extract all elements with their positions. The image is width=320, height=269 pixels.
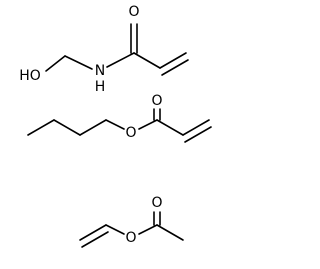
atom-label-hydroxyl: HO	[19, 68, 41, 84]
bond-o-acetyl-c	[138, 224, 158, 235]
atom-label-nitrogen: N	[95, 63, 105, 79]
bond-vinyl-c-o	[105, 224, 125, 235]
bond-vinyl-double-b	[81, 231, 109, 248]
molecule-n-hydroxymethyl-acrylamide: HO N H O	[19, 4, 189, 95]
bond-vinyl-double-a	[159, 52, 187, 69]
bond-ho-ch2	[45, 55, 66, 72]
bond-ch2-n	[64, 55, 93, 70]
molecule-butyl-acrylate: O O	[27, 93, 212, 143]
bond-butyl-c2-c3	[53, 119, 81, 136]
bond-vinyl-double-b	[184, 126, 212, 143]
bond-vinyl-double-a	[79, 224, 107, 241]
bond-carbonyl-c-vinyl	[156, 119, 184, 136]
atom-label-ester-oxygen: O	[125, 230, 136, 246]
atom-label-ester-oxygen: O	[125, 125, 136, 141]
bond-n-carbonyl-c	[106, 52, 135, 68]
chemical-structures-canvas: HO N H O O O O O	[19, 4, 212, 248]
bond-carbonyl-c-vinyl	[133, 52, 161, 69]
molecule-vinyl-acetate: O O	[79, 195, 184, 248]
atom-label-carbonyl-oxygen: O	[128, 4, 139, 20]
bond-butyl-c1-c2	[27, 119, 55, 136]
bond-acetyl-c-methyl	[156, 224, 184, 241]
atom-label-carbonyl-oxygen: O	[151, 93, 162, 109]
bond-butyl-c3-c4	[79, 119, 107, 136]
bond-vinyl-double-a	[182, 119, 210, 136]
bond-butyl-c4-o	[105, 119, 125, 130]
atom-label-carbonyl-oxygen: O	[151, 195, 162, 211]
atom-label-amide-hydrogen: H	[95, 79, 106, 95]
bond-ester-o-carbonyl-c	[138, 119, 158, 130]
bond-vinyl-double-b	[161, 59, 189, 76]
